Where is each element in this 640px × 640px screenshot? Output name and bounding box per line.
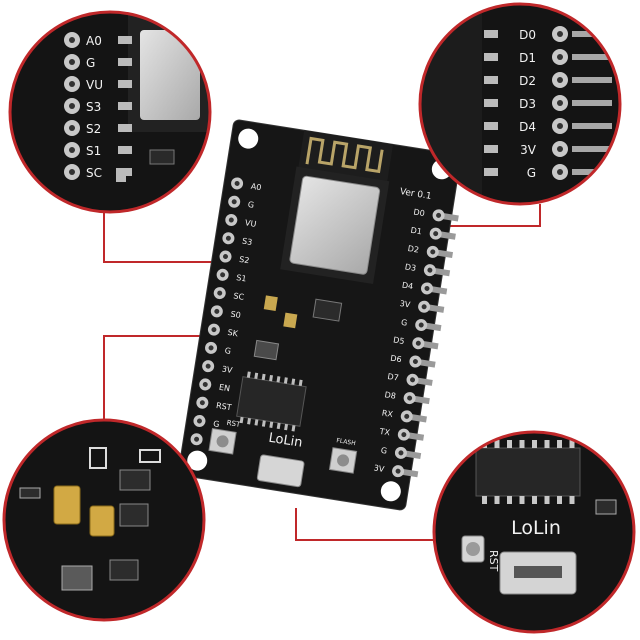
right-pin-label: 3V <box>399 299 411 310</box>
right-pin-label: D1 <box>410 226 423 237</box>
right-pin-label: D4 <box>401 281 414 292</box>
esp-module-shield <box>289 175 381 275</box>
right-pin-label: RX <box>381 408 394 419</box>
left-pin-label: A0 <box>250 182 262 193</box>
zoom-right-pin-label: D1 <box>519 51 536 65</box>
left-pin-label: SK <box>227 328 239 339</box>
board-button-label-rst: RST <box>226 419 241 429</box>
right-pin-label: G <box>380 446 388 456</box>
zoom-left-pin-label: G <box>86 56 95 70</box>
zoom-circle-bottom-right: LoLin RST <box>432 430 636 634</box>
left-pin-label: G <box>247 200 255 210</box>
board-version-label: Ver 0.1 <box>399 187 432 202</box>
zoom-left-pin-label: VU <box>86 78 103 92</box>
zoom-chip <box>475 447 581 497</box>
left-pin-label: S0 <box>230 310 241 320</box>
left-pin-label: EN <box>218 383 230 394</box>
right-pin-label: TX <box>378 427 391 438</box>
zoom-right-pin-label: D3 <box>519 97 536 111</box>
main-board: A0GVUS3S2S1SCS0SKG3VENRSTGVIN D0D1D2D3D4… <box>178 119 461 511</box>
right-pin-label: D0 <box>413 207 426 218</box>
right-pin-header <box>392 209 459 478</box>
left-pin-label: S3 <box>241 237 252 247</box>
left-pin-label: 3V <box>221 364 233 375</box>
usb-serial-chip <box>236 376 307 427</box>
board-brand-label: LoLin <box>267 431 303 451</box>
right-pin-label: D8 <box>384 390 397 401</box>
left-pin-label: RST <box>215 401 232 412</box>
board-button-label-flash: FLASH <box>336 437 356 447</box>
zoom-brand-label: LoLin <box>511 517 561 539</box>
left-pin-header <box>190 177 244 446</box>
right-pin-label: D2 <box>407 244 420 255</box>
left-pin-label: S1 <box>236 273 247 283</box>
zoom-left-pin-label: A0 <box>86 34 102 48</box>
zoom-right-pin-label: D2 <box>519 74 536 88</box>
zoom-left-pin-label: S3 <box>86 100 101 114</box>
left-pin-label: SC <box>233 291 245 302</box>
right-pin-label: 3V <box>373 463 385 474</box>
right-pin-label: D5 <box>393 335 406 346</box>
zoom-rst-label: RST <box>487 550 500 572</box>
zoom-right-pin-label: D0 <box>519 28 536 42</box>
zoom-right-pin-label: D4 <box>519 120 536 134</box>
left-pin-label: G <box>213 419 221 429</box>
right-pin-label: D7 <box>387 372 400 383</box>
zoom-shield-top-left <box>140 30 200 120</box>
left-pin-label: G <box>224 346 232 356</box>
left-pin-label: VU <box>244 218 257 229</box>
right-pin-label: G <box>400 318 408 328</box>
zoom-right-pin-label: G <box>527 166 536 180</box>
zoom-circle-bottom-left <box>2 418 206 622</box>
micro-usb-port <box>256 454 305 488</box>
left-pin-label: S2 <box>239 255 250 265</box>
zoom-left-pin-label: S2 <box>86 122 101 136</box>
zoom-left-pin-label: SC <box>86 166 102 180</box>
right-pin-label: D3 <box>404 262 417 273</box>
right-pin-label: D6 <box>390 354 403 365</box>
zoom-right-pin-label: 3V <box>520 143 537 157</box>
zoom-left-pin-label: S1 <box>86 144 101 158</box>
